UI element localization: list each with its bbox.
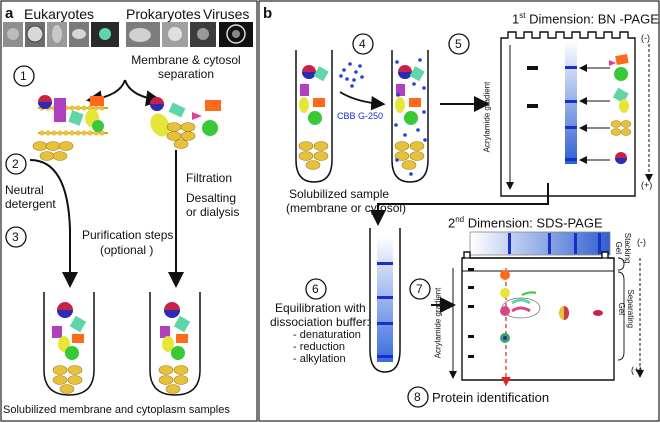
step-number-5: 5: [455, 37, 462, 51]
dim2-title: 2nd Dimension: SDS-PAGE: [448, 215, 603, 231]
neutral-label: Neutral: [5, 183, 44, 197]
step-number-3: 3: [12, 230, 19, 244]
purification-label: Purification steps: [82, 228, 174, 242]
step-circle-5: [448, 33, 470, 55]
equilibration-tube: [369, 228, 401, 373]
panel-b-label: b: [263, 5, 273, 22]
panel-b-frame: [258, 0, 660, 422]
membrane-cytosol-separation-label: Membrane & cytosol separation: [131, 53, 241, 82]
prokaryotes-heading: Prokaryotes: [126, 6, 201, 22]
step-circle-8: [407, 386, 429, 408]
stacking-gel-label: Stacking Gel: [614, 232, 632, 264]
detergent-label: detergent: [5, 197, 56, 211]
dim1-minus: (-): [641, 33, 650, 43]
viruses-heading: Viruses: [203, 6, 250, 22]
step-circle-2: [5, 153, 27, 175]
sample-caption-line2: (membrane or cytosol): [286, 201, 407, 215]
cytoplasm-sample-tube: [149, 292, 201, 396]
dim1-plus: (+): [641, 180, 653, 190]
arrow-to-cytosol: [124, 79, 162, 107]
eukaryotes-heading: Eukaryotes: [24, 6, 95, 22]
step-circle-3: [5, 226, 27, 248]
sds-page-gel: [449, 231, 644, 387]
optional-label: (optional ): [100, 243, 154, 257]
sample-caption-line1: Solubilized sample: [289, 187, 390, 201]
equilibration-line2: dissociation buffer:: [270, 315, 370, 329]
step-number-8: 8: [414, 390, 421, 404]
step-number-7: 7: [416, 282, 423, 296]
bn-page-gel: [500, 31, 653, 197]
cbb-dye-dots: [339, 62, 364, 88]
step-number-6: 6: [312, 282, 319, 296]
dim2-acrylamide-label: Acrylamide gradient: [433, 287, 443, 359]
dim2-minus: (-): [637, 237, 646, 247]
step-number-2: 2: [12, 157, 19, 171]
dim2-plus: (+): [631, 365, 643, 375]
dialysis-label: or dialysis: [186, 205, 240, 219]
step-circle-4: [352, 33, 374, 55]
panel-a-caption: Solubilized membrane and cytoplasm sampl…: [3, 404, 230, 416]
panel-a-frame: [0, 0, 258, 422]
membrane-bilayer: [32, 95, 108, 161]
gel-to-strip-arrow: [370, 183, 549, 226]
step-circle-1: [13, 65, 35, 87]
virus-image: [219, 22, 253, 47]
panel-a-label: a: [5, 5, 14, 22]
protein-identification-label: Protein identification: [432, 390, 550, 405]
eukaryote-images: [3, 22, 119, 47]
dim1-acrylamide-label: Acrylamide gradient: [482, 81, 492, 153]
separating-gel-label: Separating Gel: [617, 289, 635, 329]
step-circle-7: [409, 278, 431, 300]
prokaryote-images: [126, 22, 216, 47]
dye-bound-sample-tube: [391, 50, 429, 183]
cytosol-proteins: [150, 97, 221, 149]
solubilized-sample-tube: [295, 50, 333, 183]
equil-item-denaturation: - denaturation: [293, 329, 361, 341]
equil-item-alkylation: - alkylation: [293, 353, 346, 365]
dim1-title: 1st Dimension: BN -PAGE: [512, 11, 659, 27]
detergent-arrow: [29, 159, 71, 231]
step-number-1: 1: [20, 69, 27, 83]
membrane-complex: [32, 141, 74, 161]
step-number-4: 4: [359, 37, 366, 51]
membrane-sample-tube: [43, 292, 95, 396]
equilibration-line1: Equilibration with: [275, 301, 366, 315]
desalting-label: Desalting: [186, 191, 237, 205]
filtration-label: Filtration: [186, 171, 233, 185]
step-circle-6: [305, 278, 327, 300]
equil-item-reduction: - reduction: [293, 341, 345, 353]
cbb-dye-label: CBB G-250: [337, 111, 384, 121]
dye-arrow: [339, 91, 386, 111]
